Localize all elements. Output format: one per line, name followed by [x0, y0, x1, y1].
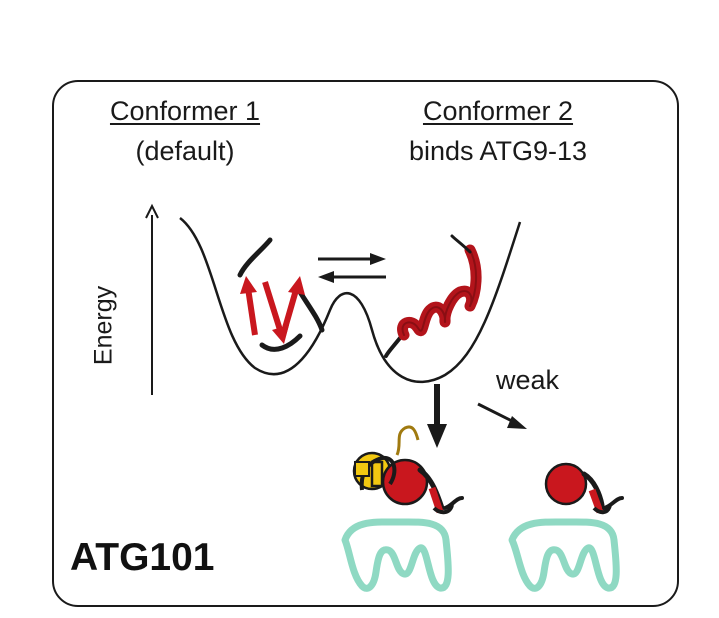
protein-name: ATG101: [70, 536, 215, 579]
conformer-1-beta-sheet-icon: [237, 237, 325, 352]
energy-landscape-curve: [179, 217, 522, 384]
weak-binding-arrow: [477, 402, 527, 429]
complex-atg9-weak: [508, 462, 624, 592]
atg9-teal-left: [341, 518, 452, 592]
figure-frame: [52, 80, 679, 607]
conformer-1-subtitle: (default): [135, 136, 235, 166]
weak-label: weak: [496, 365, 560, 395]
conformer-2-title: Conformer 2: [422, 96, 574, 126]
strong-binding-arrow: [427, 384, 447, 448]
complex-atg9-atg13-bound: [341, 425, 464, 592]
conformer-2-helix-icon: [384, 234, 482, 358]
energy-axis: [145, 203, 159, 395]
atg9-teal-right: [508, 518, 620, 592]
conformer-2-subtitle: binds ATG9-13: [408, 136, 588, 166]
conformer-1-title: Conformer 1: [109, 96, 261, 126]
equilibrium-arrows: [318, 253, 386, 283]
